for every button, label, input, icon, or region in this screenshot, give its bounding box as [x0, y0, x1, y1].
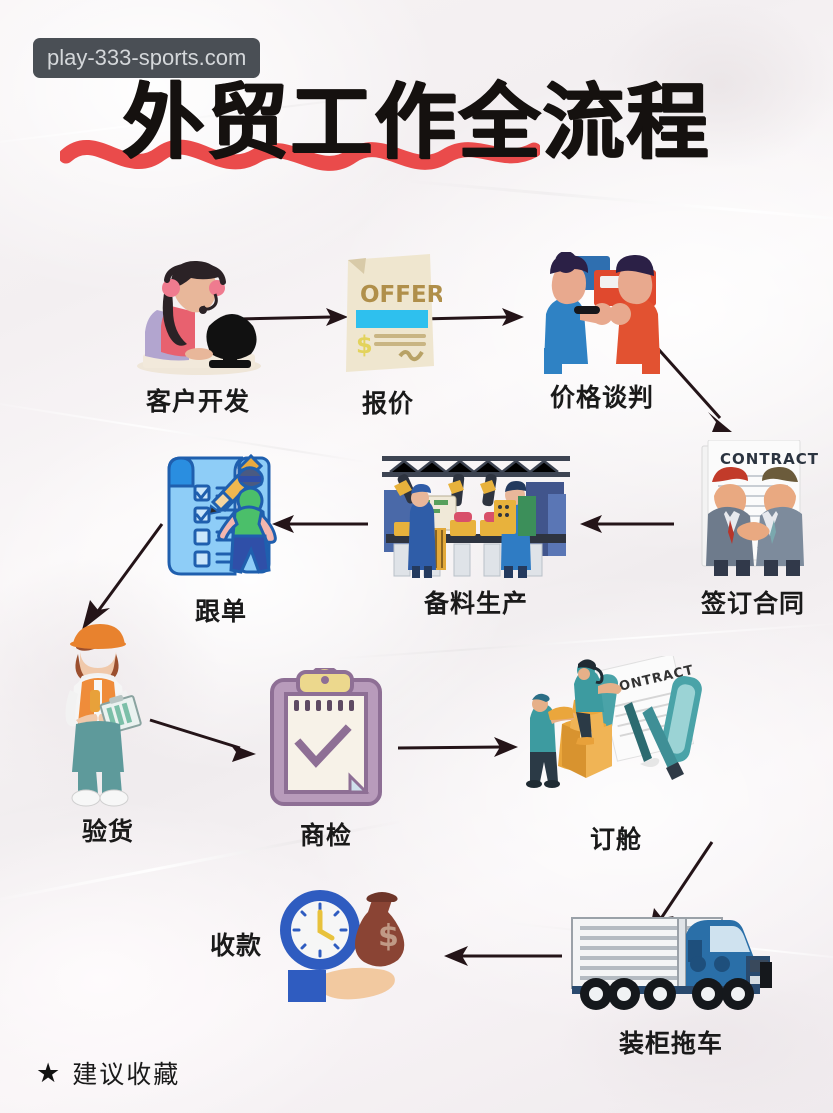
offer-heading: OFFER	[360, 282, 442, 308]
step-node-quotation[interactable]: OFFER $ 报价	[318, 250, 458, 420]
title-wave-underline	[60, 139, 540, 171]
offer-document-icon: OFFER $	[346, 254, 442, 372]
title-text: 外贸工作全流程	[122, 75, 711, 170]
step-label: 备料生产	[423, 589, 528, 618]
paper-crease	[330, 621, 833, 661]
arrow-right-icon	[397, 737, 518, 757]
arrow-left-icon	[272, 515, 368, 533]
arrow-left-icon	[444, 946, 562, 966]
step-node-price-negotiation[interactable]: 价格谈判	[512, 252, 692, 414]
watermark-badge: play-333-sports.com	[33, 38, 261, 78]
arrow-left-icon	[580, 515, 674, 533]
step-label: 订舱	[589, 825, 642, 854]
contract-signing-icon: CONTRACT	[701, 440, 819, 576]
step-label: 价格谈判	[549, 383, 654, 412]
step-node-goods-inspection[interactable]: 验货	[36, 620, 180, 848]
arrow-right-icon	[419, 308, 524, 326]
watermark-text: play-333-sports.com	[47, 45, 247, 70]
step-label: 签订合同	[700, 589, 805, 618]
factory-production-icon	[382, 456, 570, 578]
footer-text: 建议收藏	[72, 1060, 181, 1089]
container-truck-icon	[571, 917, 772, 1010]
step-node-commodity-inspection[interactable]: 商检	[246, 668, 406, 852]
step-node-order-followup[interactable]: 跟单	[148, 452, 294, 628]
arrow-right-icon	[237, 308, 348, 326]
step-node-production[interactable]: 备料生产	[372, 450, 580, 620]
star-icon: ★	[36, 1057, 61, 1088]
step-node-contract-signing[interactable]: CONTRACT 签订合同	[668, 440, 833, 620]
step-label: 客户开发	[145, 387, 250, 416]
step-label: 收款	[210, 931, 263, 960]
customer-development-icon	[137, 260, 261, 375]
step-label: 验货	[81, 817, 134, 846]
step-label: 跟单	[194, 597, 247, 626]
goods-inspection-icon	[65, 624, 142, 807]
price-negotiation-icon	[544, 252, 660, 374]
paper-crease	[400, 179, 833, 224]
commodity-inspection-icon	[270, 668, 382, 806]
step-node-payment-collection[interactable]: 收款 $	[210, 882, 440, 1006]
step-node-container-truck[interactable]: 装柜拖车	[556, 900, 786, 1060]
shipping-booking-icon: CONTRACT	[526, 656, 702, 788]
footer-note: ★ 建议收藏	[36, 1055, 180, 1091]
arrow-down-right-icon	[650, 340, 732, 432]
page-title: 外贸工作全流程	[0, 75, 833, 171]
step-label: 装柜拖车	[618, 1029, 723, 1058]
currency-symbol: $	[356, 331, 373, 359]
step-label: 报价	[361, 389, 414, 418]
step-node-customer-development[interactable]: 客户开发	[108, 258, 288, 418]
money-symbol: $	[378, 919, 399, 954]
payment-collection-icon: $	[280, 890, 405, 1002]
order-followup-icon	[167, 453, 277, 576]
step-node-shipping-booking[interactable]: CONTRACT	[512, 656, 720, 856]
step-label: 商检	[299, 821, 352, 850]
contract-heading: CONTRACT	[720, 450, 819, 468]
